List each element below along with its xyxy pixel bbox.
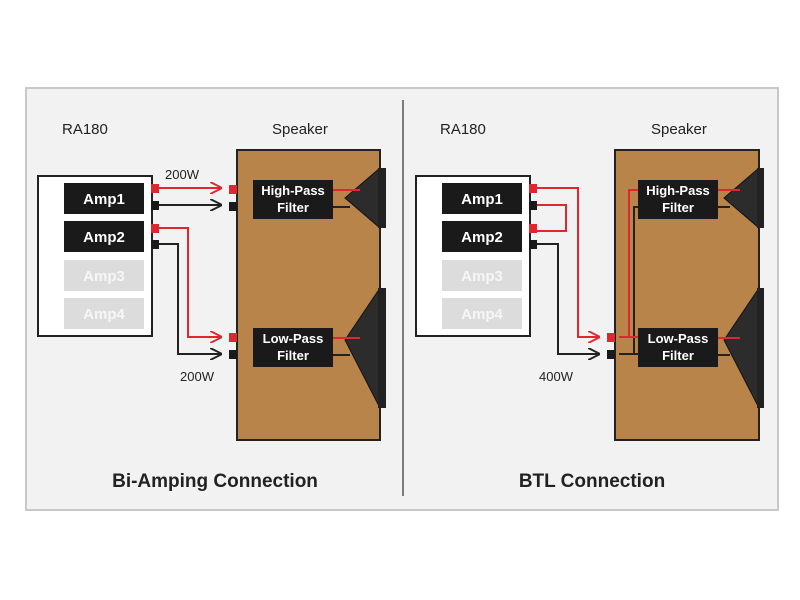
amp2-block <box>64 221 144 252</box>
amplifier-label: RA180 <box>440 121 486 138</box>
low-pass-line2: Filter <box>662 348 694 363</box>
btl-caption: BTL Connection <box>519 471 665 492</box>
high-power-rating: 200W <box>165 167 200 182</box>
amp2-block <box>442 221 522 252</box>
amp2-terminal-negative <box>529 240 537 249</box>
amp1-block <box>64 183 144 214</box>
amp1-terminal-positive <box>151 184 159 193</box>
low-pass-filter <box>253 328 333 367</box>
amp2-terminal-positive <box>151 224 159 233</box>
high-input-terminal-positive <box>229 185 237 194</box>
high-pass-filter <box>638 180 718 219</box>
woofer-icon <box>344 286 386 409</box>
amp3-block <box>64 260 144 291</box>
amp3-label: Amp3 <box>461 268 503 285</box>
amp1-label: Amp1 <box>83 191 125 208</box>
amp2-label: Amp2 <box>83 229 125 246</box>
tweeter-icon <box>344 166 386 230</box>
amp1-terminal-positive <box>529 184 537 193</box>
amp2-cable-positive <box>159 227 221 337</box>
input-terminal-negative <box>607 350 615 359</box>
amp1-block <box>442 183 522 214</box>
amp4-block <box>442 298 522 329</box>
woofer-icon <box>723 286 764 409</box>
low-power-rating: 200W <box>180 369 215 384</box>
input-terminal-positive <box>607 333 615 342</box>
bi-amping-caption: Bi-Amping Connection <box>112 471 318 492</box>
amp3-block <box>442 260 522 291</box>
amp4-label: Amp4 <box>461 306 503 323</box>
amplifier-label: RA180 <box>62 121 108 138</box>
high-pass-line1: High-Pass <box>261 183 325 198</box>
low-pass-line1: Low-Pass <box>263 331 324 346</box>
amp4-block <box>64 298 144 329</box>
amp2-cable-negative <box>159 243 221 354</box>
amp1-label: Amp1 <box>461 191 503 208</box>
speaker-label: Speaker <box>651 121 707 138</box>
bridge-jumper <box>537 204 567 232</box>
high-input-terminal-negative <box>229 202 237 211</box>
high-pass-line2: Filter <box>277 200 309 215</box>
amp1-terminal-negative <box>529 201 537 210</box>
low-pass-line1: Low-Pass <box>648 331 709 346</box>
amp1-cable-positive <box>537 187 599 337</box>
low-input-terminal-positive <box>229 333 237 342</box>
amp2-terminal-positive <box>529 224 537 233</box>
amp1-terminal-negative <box>151 201 159 210</box>
tweeter-icon <box>723 166 764 230</box>
bridged-power-rating: 400W <box>539 369 574 384</box>
amp2-label: Amp2 <box>461 229 503 246</box>
high-pass-line2: Filter <box>662 200 694 215</box>
high-pass-filter <box>253 180 333 219</box>
speaker-label: Speaker <box>272 121 328 138</box>
bi-amping-panel: RA180 Speaker Amp1 Amp2 Amp3 Amp4 High-P… <box>37 121 386 492</box>
high-pass-line1: High-Pass <box>646 183 710 198</box>
low-pass-filter <box>638 328 718 367</box>
low-input-terminal-negative <box>229 350 237 359</box>
btl-panel: RA180 Speaker Amp1 Amp2 Amp3 Amp4 High <box>415 121 764 492</box>
amp2-terminal-negative <box>151 240 159 249</box>
low-pass-line2: Filter <box>277 348 309 363</box>
amp4-label: Amp4 <box>83 306 125 323</box>
amp2-cable-negative <box>537 243 599 354</box>
amp3-label: Amp3 <box>83 268 125 285</box>
